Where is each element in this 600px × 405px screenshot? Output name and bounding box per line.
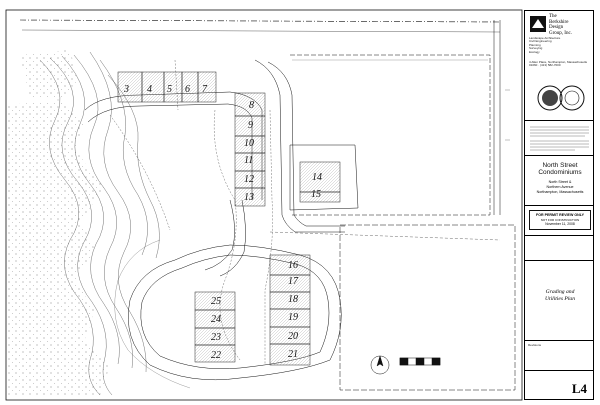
lot-number: 20	[288, 331, 298, 342]
lot-number: 15	[311, 189, 321, 200]
permit-date: November 11, 2008	[545, 222, 575, 226]
lot-number: 8	[249, 100, 254, 111]
project-address-line1: North Street &	[548, 180, 572, 184]
lot-number: 19	[288, 312, 298, 323]
lot-number: 25	[211, 296, 221, 307]
lot-number: 5	[167, 84, 172, 95]
permit-subtitle: NOT FOR CONSTRUCTION	[540, 218, 580, 222]
wooded-area-northwest	[20, 50, 78, 100]
firm-logo	[530, 16, 546, 32]
firm-section: The Berkshire Design Group, Inc. Landsca…	[525, 11, 593, 121]
lot-number: 6	[185, 84, 190, 95]
lot-number: 17	[288, 276, 299, 287]
lot-number: 3	[123, 84, 129, 95]
lot-number: 11	[244, 155, 253, 166]
lot-number: 18	[288, 294, 298, 305]
permit-section: FOR PERMIT REVIEW ONLY NOT FOR CONSTRUCT…	[525, 206, 593, 236]
lot-number: 9	[248, 120, 253, 131]
lot-number: 14	[312, 172, 322, 183]
project-section: North Street Condominiums North Street &…	[525, 156, 593, 206]
lot-number: 4	[147, 84, 152, 95]
sheet-title-section: Grading and Utilities Plan	[525, 261, 593, 341]
utility-lines	[109, 59, 273, 365]
lot-number: 21	[288, 349, 298, 360]
revisions-section: Revisions	[525, 341, 593, 371]
lot-number: 12	[244, 174, 254, 185]
property-line-south	[339, 224, 516, 391]
sheet-title-line2: Utilities Plan	[545, 296, 575, 302]
project-address-line2: Northern Avenue	[546, 185, 574, 189]
revisions-label: Revisions	[528, 343, 542, 347]
lot-numbers: 3 4 5 6 7 8 9 10 11 12 13 14 15 16 17 18…	[123, 84, 322, 361]
disclaimer-section	[525, 121, 593, 156]
building-footprints	[117, 71, 341, 366]
title-block: The Berkshire Design Group, Inc. Landsca…	[524, 10, 594, 400]
sheet-border	[5, 9, 523, 401]
project-address-line3: Northampton, Massachusetts	[536, 190, 584, 194]
disclaimer-text-lines	[530, 126, 589, 151]
sheet-number-section: L4	[525, 371, 593, 401]
scale-bar	[399, 357, 441, 366]
lot-number: 13	[244, 192, 254, 203]
lot-number: 7	[202, 84, 208, 95]
blank-section	[525, 236, 593, 261]
lot-number: 16	[288, 260, 298, 271]
north-arrow	[370, 355, 390, 375]
property-line-east	[290, 54, 491, 216]
firm-name: The Berkshire Design Group, Inc.	[549, 14, 572, 36]
sheet-title-line1: Grading and	[545, 289, 575, 295]
firm-services: Landscape Architecture Civil Engineering…	[529, 36, 561, 54]
north-street-road	[493, 20, 501, 215]
project-title-line1: North Street	[542, 162, 578, 169]
lot-number: 24	[211, 314, 221, 325]
wooded-area-west	[8, 100, 110, 395]
lot-number: 22	[211, 350, 221, 361]
professional-seals	[537, 85, 585, 111]
lot-number: 10	[244, 138, 254, 149]
project-title-line2: Condominiums	[538, 169, 582, 176]
lot-number: 23	[211, 332, 221, 343]
permit-title: FOR PERMIT REVIEW ONLY	[536, 213, 584, 217]
firm-contact: 4 Allen Place, Northampton, Massachusett…	[529, 60, 588, 68]
sheet-number: L4	[571, 381, 587, 396]
loop-road	[114, 239, 342, 389]
